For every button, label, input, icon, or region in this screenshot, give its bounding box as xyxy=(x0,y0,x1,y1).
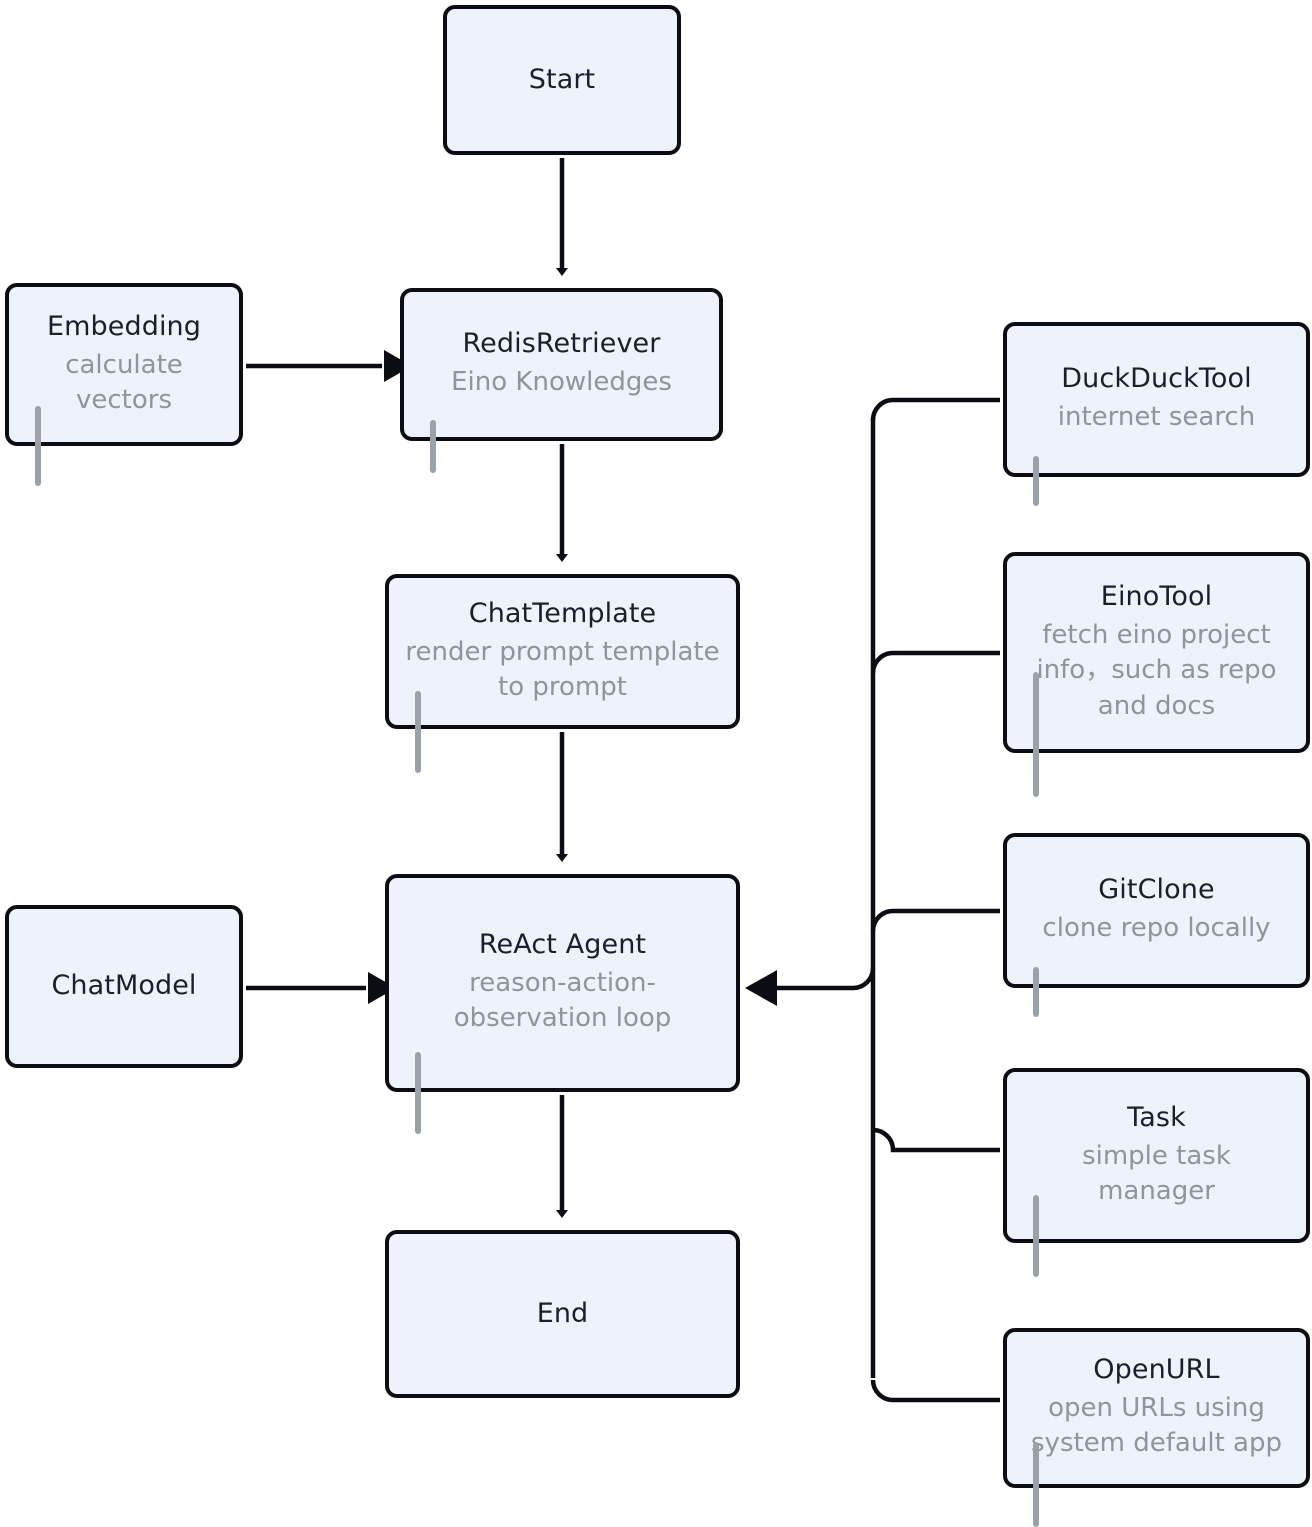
node-openurl-body: open URLs using system default app xyxy=(1021,1387,1292,1527)
node-task-title: Task xyxy=(1127,1101,1186,1133)
node-einotool[interactable]: EinoTool fetch eino project info，such as… xyxy=(1003,552,1310,797)
node-duckducktool[interactable]: DuckDuckTool internet search xyxy=(1003,322,1310,507)
node-openurl-subtitle: open URLs using system default app xyxy=(1031,1393,1282,1459)
accent-bar-icon xyxy=(1033,1442,1039,1527)
node-react-agent[interactable]: ReAct Agent reason-action-observation lo… xyxy=(385,874,740,1135)
node-openurl-title: OpenURL xyxy=(1093,1354,1220,1386)
edge-gitclone-to-bus xyxy=(870,908,1000,932)
node-chattemplate-body: render prompt template to prompt xyxy=(403,631,722,773)
node-duckducktool-title: DuckDuckTool xyxy=(1061,363,1252,395)
node-openurl[interactable]: OpenURL open URLs using system default a… xyxy=(1003,1328,1310,1527)
edge-einotool-to-bus xyxy=(870,650,1000,674)
arrowhead-into-react-from-tools xyxy=(745,970,777,1006)
node-chattemplate[interactable]: ChatTemplate render prompt template to p… xyxy=(385,574,740,773)
node-gitclone-body: clone repo locally xyxy=(1021,907,1292,1018)
node-react-agent-subtitle: reason-action-observation loop xyxy=(453,968,672,1034)
node-react-agent-title: ReAct Agent xyxy=(478,929,647,961)
node-einotool-subtitle: fetch eino project info，such as repo and… xyxy=(1036,619,1277,721)
accent-bar-icon xyxy=(1033,456,1039,507)
node-redisretriever[interactable]: RedisRetriever Eino Knowledges xyxy=(400,288,723,474)
node-start[interactable]: Start xyxy=(443,5,681,155)
node-embedding-body: calculate vectors xyxy=(23,344,225,486)
edge-openurl-to-bus xyxy=(870,1379,1000,1403)
node-embedding-subtitle: calculate vectors xyxy=(65,349,183,415)
accent-bar-icon xyxy=(415,1052,421,1135)
flowchart-canvas: Start Embedding calculate vectors RedisR… xyxy=(5,5,1310,1527)
node-duckducktool-subtitle: internet search xyxy=(1057,402,1256,433)
accent-bar-icon xyxy=(430,420,436,474)
node-end[interactable]: End xyxy=(385,1230,740,1398)
edge-duckducktool-to-bus xyxy=(870,397,1000,421)
node-gitclone-subtitle: clone repo locally xyxy=(1042,913,1271,944)
node-duckducktool-body: internet search xyxy=(1021,396,1292,507)
node-embedding-title: Embedding xyxy=(46,310,202,342)
node-end-title: End xyxy=(536,1297,589,1329)
node-einotool-title: EinoTool xyxy=(1100,580,1213,612)
node-redisretriever-body: Eino Knowledges xyxy=(418,361,705,474)
node-gitclone-title: GitClone xyxy=(1098,874,1215,906)
node-einotool-body: fetch eino project info，such as repo and… xyxy=(1021,614,1292,797)
node-chattemplate-title: ChatTemplate xyxy=(468,597,657,629)
node-chatmodel[interactable]: ChatModel xyxy=(5,905,243,1068)
edge-bus-to-react xyxy=(775,967,876,991)
node-redisretriever-subtitle: Eino Knowledges xyxy=(451,367,672,398)
accent-bar-icon xyxy=(415,690,421,773)
accent-bar-icon xyxy=(1033,1194,1039,1277)
node-task[interactable]: Task simple task manager xyxy=(1003,1068,1310,1277)
node-start-title: Start xyxy=(528,63,596,95)
node-react-agent-body: reason-action-observation loop xyxy=(403,962,722,1135)
edge-task-to-bus xyxy=(872,1127,1000,1153)
accent-bar-icon xyxy=(35,405,41,486)
node-chattemplate-subtitle: render prompt template to prompt xyxy=(405,636,720,702)
accent-bar-icon xyxy=(1033,671,1039,797)
accent-bar-icon xyxy=(1033,967,1039,1018)
node-task-body: simple task manager xyxy=(1021,1135,1292,1277)
node-chatmodel-title: ChatModel xyxy=(51,970,197,1002)
node-redisretriever-title: RedisRetriever xyxy=(462,328,661,360)
node-gitclone[interactable]: GitClone clone repo locally xyxy=(1003,833,1310,1018)
node-embedding[interactable]: Embedding calculate vectors xyxy=(5,283,243,486)
node-task-subtitle: simple task manager xyxy=(1082,1140,1231,1206)
